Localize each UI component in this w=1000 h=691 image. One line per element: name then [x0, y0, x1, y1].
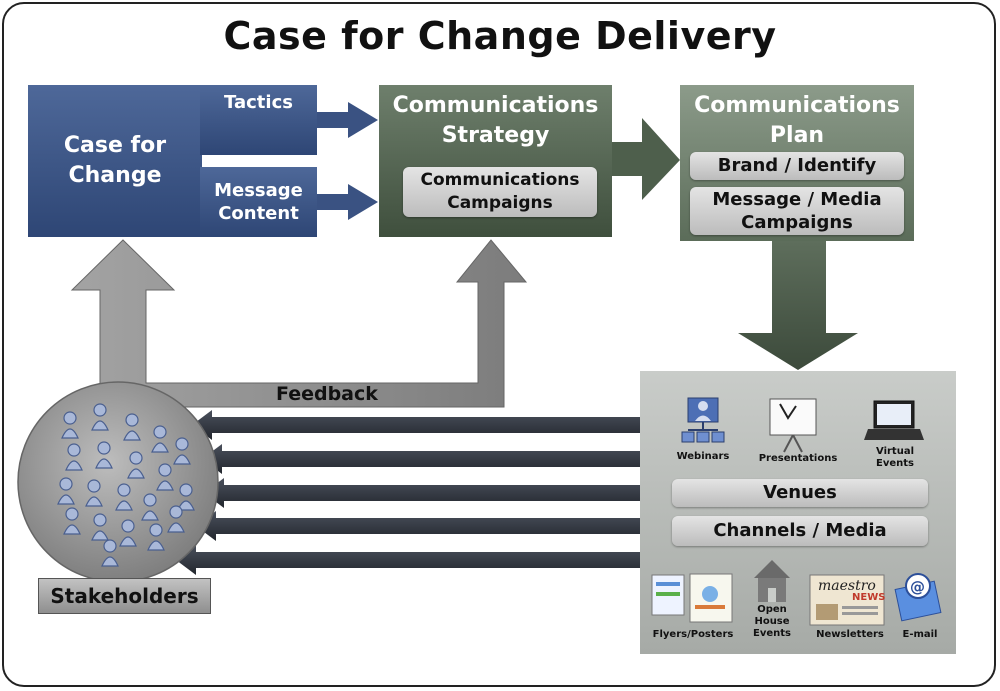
- presentations-label: Presentations: [758, 453, 838, 464]
- communications-campaigns-pill: Communications Campaigns: [403, 167, 597, 217]
- virtual-events-label: Virtual Events: [860, 446, 930, 470]
- stakeholder-person-icon: [101, 539, 119, 567]
- email-label: E-mail: [902, 629, 938, 640]
- virtual-events-line2: Events: [876, 458, 914, 469]
- house-icon: [754, 560, 790, 602]
- webinars-label: Webinars: [676, 451, 730, 462]
- feedback-label: Feedback: [276, 383, 378, 405]
- message-content-line1: Message: [214, 180, 303, 201]
- stakeholder-person-icon: [91, 513, 109, 541]
- channel-arrow: [176, 545, 640, 575]
- stakeholder-person-icon: [115, 483, 133, 511]
- strategy-to-plan-arrow: [612, 118, 680, 200]
- stakeholder-person-icon: [61, 411, 79, 439]
- svg-text:@: @: [910, 578, 925, 596]
- tactics-arrow: [317, 102, 378, 138]
- stakeholder-person-icon: [123, 413, 141, 441]
- channel-arrow: [192, 410, 640, 440]
- tactics-label: Tactics: [224, 92, 293, 113]
- plan-line1: Communications: [694, 93, 900, 118]
- stakeholder-person-icon: [57, 477, 75, 505]
- stakeholders-label: Stakeholders: [38, 578, 211, 614]
- channels-media-pill: Channels / Media: [672, 516, 928, 546]
- channel-arrow: [196, 511, 640, 541]
- stakeholder-person-icon: [91, 403, 109, 431]
- newsletter-news-text: NEWS: [852, 592, 885, 603]
- channel-arrow: [202, 444, 640, 474]
- flyer-icon: [651, 573, 733, 623]
- stakeholder-people-group: [57, 403, 195, 567]
- strategy-line1: Communications: [392, 93, 599, 118]
- flyers-posters-label: Flyers/Posters: [652, 629, 734, 640]
- strategy-line2: Strategy: [441, 123, 550, 148]
- message-arrow: [317, 184, 378, 220]
- laptop-icon: [864, 400, 924, 440]
- tactics-box: Tactics: [200, 85, 317, 155]
- message-content-box: Message Content: [200, 167, 317, 237]
- plan-down-arrow: [738, 241, 858, 370]
- channel-arrows: [176, 410, 640, 575]
- stakeholder-person-icon: [119, 519, 137, 547]
- stakeholder-person-icon: [151, 425, 169, 453]
- message-content-line2: Content: [218, 203, 299, 224]
- brand-identify-pill: Brand / Identify: [690, 152, 904, 180]
- stakeholder-person-icon: [63, 507, 81, 535]
- message-media-pill: Message / Media Campaigns: [690, 187, 904, 235]
- venues-pill: Venues: [672, 479, 928, 507]
- media-line1: Message / Media: [712, 189, 882, 210]
- webinar-icon: [681, 397, 725, 443]
- media-line2: Campaigns: [741, 212, 853, 233]
- stakeholder-person-icon: [65, 443, 83, 471]
- stakeholder-person-icon: [127, 451, 145, 479]
- stakeholder-person-icon: [156, 463, 174, 491]
- virtual-events-line1: Virtual: [876, 446, 914, 457]
- campaigns-line1: Communications: [420, 170, 580, 190]
- open-house-line2: House: [754, 616, 790, 627]
- case-for-change-line2: Change: [68, 163, 162, 188]
- page-title: Case for Change Delivery: [223, 14, 777, 58]
- newsletters-label: Newsletters: [816, 629, 884, 640]
- stakeholder-person-icon: [173, 437, 191, 465]
- campaigns-line2: Campaigns: [447, 193, 553, 213]
- newsletter-brand-text: maestro: [818, 578, 876, 594]
- stakeholder-person-icon: [95, 441, 113, 469]
- plan-line2: Plan: [769, 123, 825, 148]
- channel-arrow: [204, 478, 640, 508]
- presentation-icon: [769, 398, 817, 453]
- open-house-events-label: Open House Events: [744, 604, 800, 640]
- stakeholder-person-icon: [167, 505, 185, 533]
- stakeholder-person-icon: [85, 479, 103, 507]
- newsletter-icon: maestro NEWS: [809, 574, 885, 626]
- email-icon: @: [894, 573, 942, 622]
- stakeholder-person-icon: [177, 483, 195, 511]
- open-house-line3: Events: [753, 628, 791, 639]
- case-for-change-line1: Case for: [63, 133, 167, 158]
- stakeholder-person-icon: [147, 523, 165, 551]
- stakeholder-person-icon: [141, 493, 159, 521]
- open-house-line1: Open: [757, 604, 787, 615]
